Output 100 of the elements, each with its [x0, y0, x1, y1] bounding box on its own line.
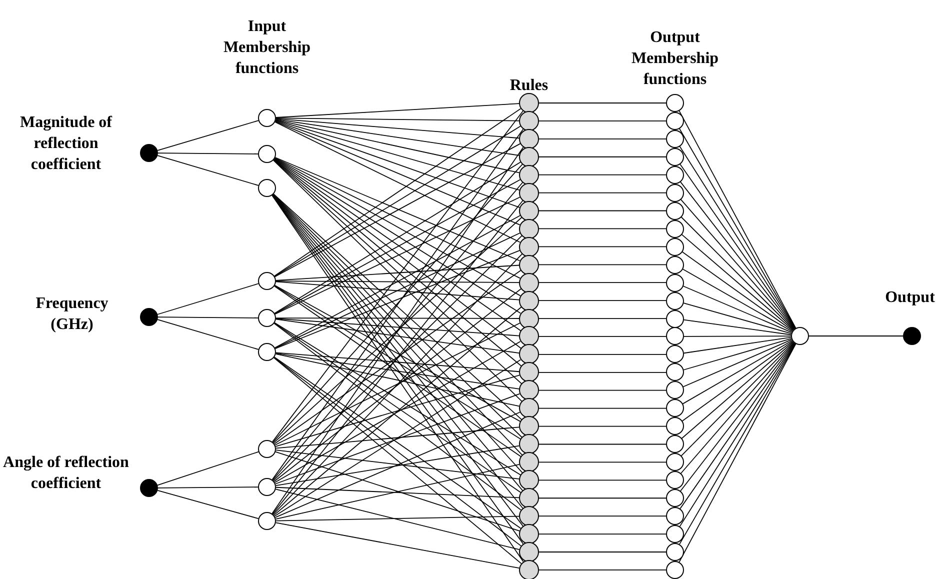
connector-line — [538, 390, 666, 391]
membership-node — [666, 453, 684, 472]
connector-line — [276, 352, 520, 372]
connector-line — [276, 426, 520, 449]
column-heading: Input Membership functions — [222, 17, 312, 79]
membership-node — [258, 478, 276, 496]
connector-line — [538, 102, 666, 104]
connector-line — [275, 352, 520, 390]
membership-node — [666, 166, 684, 184]
connector-line — [275, 522, 520, 569]
connector-line — [157, 490, 259, 520]
sum-node — [791, 327, 809, 345]
input-node — [140, 144, 158, 162]
connector-line — [683, 302, 792, 334]
connector-line — [682, 339, 792, 388]
membership-node — [666, 292, 684, 310]
connector-line — [158, 486, 258, 488]
connector-line — [538, 174, 666, 176]
connector-line — [681, 234, 794, 331]
membership-node — [666, 399, 684, 418]
connector-line — [272, 235, 522, 482]
connector-line — [276, 264, 520, 281]
membership-node — [666, 274, 684, 292]
connector-line — [276, 318, 520, 336]
connector-line — [275, 353, 520, 407]
connector-line — [538, 264, 666, 266]
column-heading: Output Membership functions — [630, 28, 720, 90]
membership-node — [258, 512, 276, 530]
connector-line — [272, 253, 523, 515]
connector-line — [157, 120, 259, 151]
membership-node — [666, 148, 684, 166]
connector-line — [276, 516, 520, 522]
connector-line — [275, 374, 520, 447]
connector-line — [683, 319, 792, 336]
connector-line — [275, 118, 520, 156]
connector-line — [538, 336, 666, 337]
connector-line — [275, 120, 520, 208]
connector-line — [276, 118, 520, 122]
connector-line — [681, 341, 794, 439]
connector-line — [276, 281, 520, 300]
connector-line — [274, 322, 520, 446]
connector-line — [275, 318, 520, 354]
connector-line — [276, 318, 520, 319]
connector-line — [157, 451, 259, 486]
connector-line — [684, 336, 792, 337]
membership-node — [666, 560, 684, 579]
connector-line — [158, 316, 258, 318]
membership-node — [666, 238, 684, 256]
connector-line — [538, 354, 666, 355]
membership-node — [666, 130, 684, 148]
connector-line — [274, 412, 520, 518]
membership-node — [666, 94, 684, 112]
connector-line — [538, 498, 666, 499]
connector-line — [682, 340, 794, 422]
connector-line — [682, 268, 793, 332]
connector-line — [538, 192, 666, 194]
connector-line — [275, 445, 520, 486]
connector-line — [538, 282, 666, 284]
input-label: Magnitude of reflection coefficient — [19, 113, 114, 175]
connector-line — [275, 393, 520, 484]
output-node — [903, 327, 921, 345]
connector-line — [272, 110, 524, 442]
membership-node — [258, 309, 276, 327]
connector-line — [274, 341, 521, 483]
connector-line — [683, 338, 792, 370]
input-node — [140, 308, 158, 326]
membership-node — [666, 543, 684, 561]
membership-node — [258, 179, 276, 197]
connector-line — [276, 103, 520, 118]
membership-node — [666, 220, 684, 238]
connector-line — [538, 246, 666, 248]
connector-line — [276, 118, 520, 139]
membership-node — [666, 310, 684, 328]
connector-line — [275, 119, 520, 174]
connector-line — [538, 372, 666, 373]
connector-line — [275, 120, 520, 190]
membership-node — [666, 381, 684, 400]
connector-line — [275, 464, 520, 520]
connector-line — [157, 283, 259, 315]
connector-line — [538, 228, 666, 230]
membership-node — [258, 109, 276, 127]
connector-line — [538, 156, 666, 158]
membership-node — [666, 525, 684, 544]
input-label: Angle of reflection coefficient — [2, 453, 130, 494]
connector-line — [538, 318, 666, 319]
connector-line — [276, 280, 520, 283]
column-heading: Rules — [508, 76, 550, 96]
connector-line — [538, 300, 666, 301]
connector-line — [538, 426, 666, 427]
connector-line — [538, 462, 666, 463]
membership-node — [258, 145, 276, 163]
membership-node — [666, 489, 684, 508]
membership-node — [258, 440, 276, 458]
connector-line — [158, 152, 258, 154]
input-label: Frequency (GHz) — [34, 294, 110, 335]
connector-line — [276, 486, 520, 498]
connector-line — [157, 155, 259, 186]
input-label: Output — [884, 288, 936, 308]
connector-line — [275, 488, 520, 550]
connector-line — [538, 408, 666, 409]
